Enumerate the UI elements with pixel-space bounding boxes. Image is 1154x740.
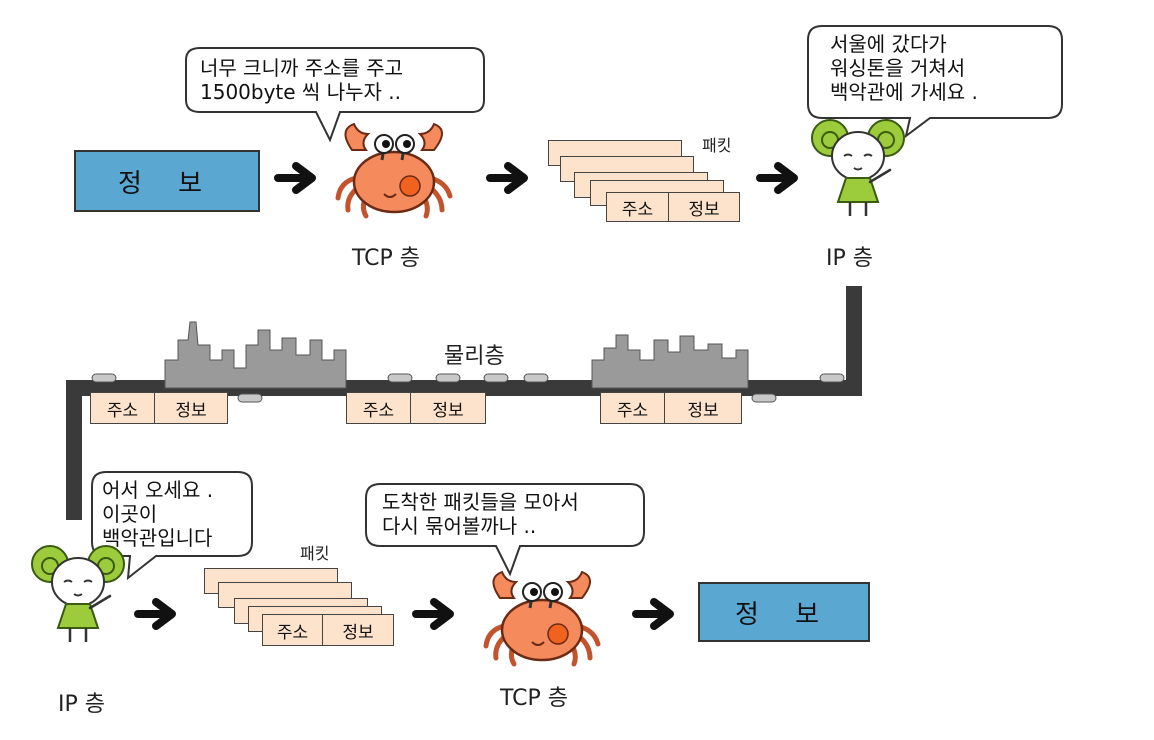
packet-network-3: 주소 정보 [600, 392, 742, 424]
bubble-line: 백악관입니다 [102, 526, 213, 550]
packet-address: 주소 [263, 615, 323, 645]
ip-girl-icon [810, 118, 906, 218]
speech-bubble-icon [91, 25, 1063, 581]
bubble-receiver-tcp: 도착한 패킷들을 모아서 다시 묶어볼까나 .. [382, 490, 579, 538]
bubble-line: 1500byte 씩 나누자 .. [200, 80, 401, 104]
crab-tcp-icon [338, 124, 450, 216]
bubble-line: 백악관에 가세요 . [830, 80, 978, 104]
bubble-line: 너무 크니까 주소를 주고 [200, 56, 404, 80]
city-skyline-icon [164, 321, 749, 389]
crab-tcp-icon [486, 572, 598, 664]
arrow-right-icon [278, 166, 312, 190]
network-nodes [91, 373, 845, 403]
ip-girl-icon [30, 544, 126, 644]
bubble-sender-tcp: 너무 크니까 주소를 주고 1500byte 씩 나누자 .. [200, 56, 403, 104]
packet-info: 정보 [342, 622, 374, 643]
ip-layer-label-top: IP 층 [826, 246, 873, 271]
bubble-receiver-ip: 어서 오세요 . 이곳이 백악관입니다 [102, 478, 213, 550]
packet: 주소 정보 [262, 614, 394, 646]
physical-layer-label: 물리층 [444, 344, 505, 369]
packet-info: 정보 [687, 400, 719, 421]
packet-network-2: 주소 정보 [346, 392, 486, 424]
tcp-layer-label-bottom: TCP 층 [500, 686, 569, 711]
packet-address: 주소 [91, 393, 155, 423]
bubble-line: 서울에 갔다가 [830, 32, 947, 56]
bubble-line: 도착한 패킷들을 모아서 [382, 490, 579, 514]
info-box-label: 정 보 [117, 168, 217, 199]
bubble-line: 워싱톤을 거쳐서 [830, 56, 966, 80]
packet-address: 주소 [607, 193, 669, 221]
packet-address: 주소 [601, 393, 665, 423]
arrow-right-icon [760, 166, 794, 190]
packet-label-bottom: 패킷 [300, 544, 330, 563]
arrow-right-icon [636, 602, 670, 626]
packet-info: 정보 [688, 199, 720, 220]
bubble-line: 다시 묶어볼까나 .. [382, 514, 537, 538]
packet-address: 주소 [347, 393, 411, 423]
info-box-label: 정 보 [734, 599, 834, 630]
ip-layer-label-bottom: IP 층 [58, 692, 105, 717]
packet-info: 정보 [432, 400, 464, 421]
packet-info: 정보 [175, 400, 207, 421]
bubble-sender-ip: 서울에 갔다가 워싱톤을 거쳐서 백악관에 가세요 . [830, 32, 978, 104]
info-box-receiver: 정 보 [698, 582, 870, 642]
tcp-layer-label-top: TCP 층 [352, 246, 421, 271]
packet-network-1: 주소 정보 [90, 392, 228, 424]
arrow-right-icon [416, 602, 450, 626]
bubble-line: 이곳이 [102, 502, 158, 526]
packet-label-top: 패킷 [702, 136, 732, 155]
arrow-right-icon [490, 166, 524, 190]
packet: 주소 정보 [606, 192, 740, 222]
info-box-sender: 정 보 [74, 150, 260, 212]
bubble-line: 어서 오세요 . [102, 478, 214, 502]
arrow-right-icon [138, 602, 172, 626]
